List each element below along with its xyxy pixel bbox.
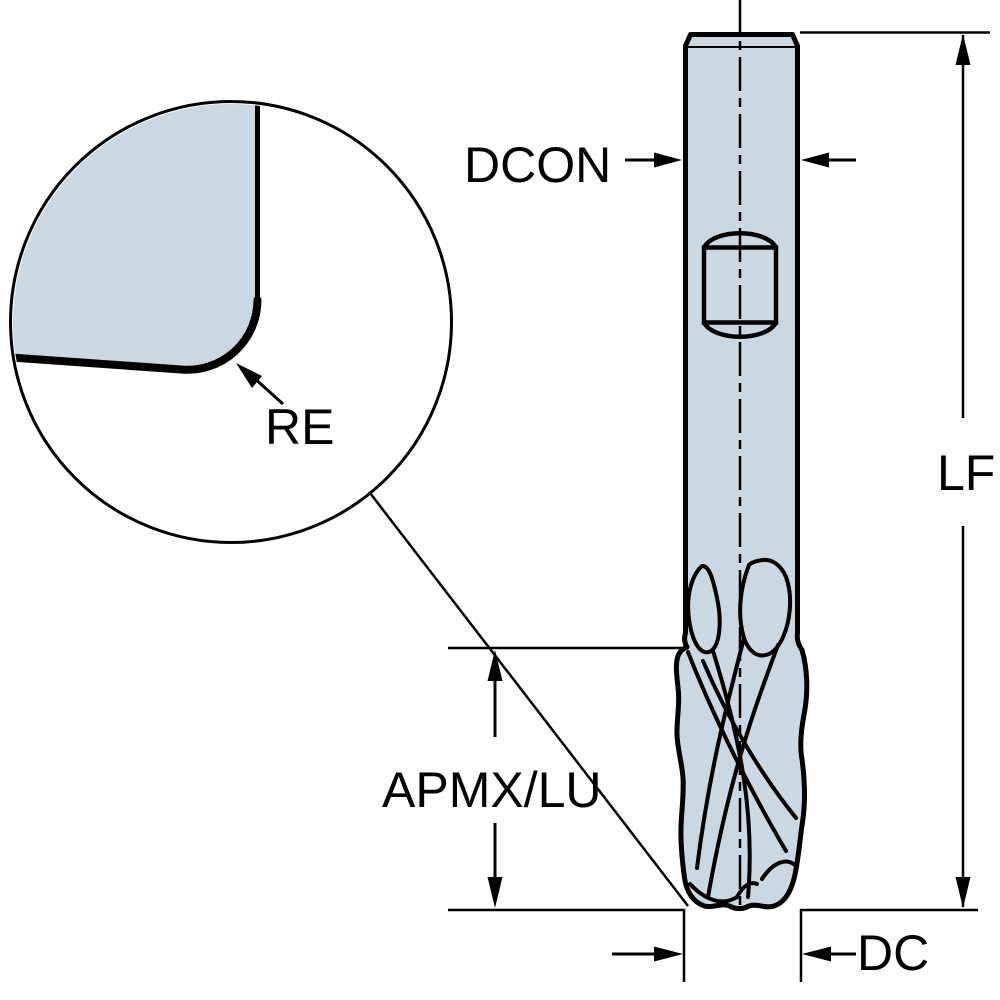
apmx-arrow-up-icon — [487, 650, 503, 681]
flute-helix-4 — [701, 659, 798, 820]
flute-helix-2 — [695, 636, 746, 870]
baseline-left-extension — [448, 908, 686, 982]
lf-dimension: LF — [800, 31, 995, 908]
flute-helix-1 — [706, 643, 780, 899]
flute-tip-edge-1 — [688, 882, 739, 904]
flute-tip-edge-2 — [760, 859, 798, 881]
dc-arrow-right-head-icon — [802, 946, 831, 962]
endmill-tool — [673, 0, 810, 912]
dc-label: DC — [857, 925, 929, 981]
dcon-arrow-right — [801, 152, 856, 168]
dcon-arrow-left-head-icon — [654, 152, 682, 168]
flute-helix-3 — [686, 650, 788, 853]
lf-arrow-down-icon — [955, 877, 971, 908]
re-arrowhead-icon — [236, 363, 262, 388]
tool-silhouette — [673, 32, 810, 912]
flute-tip-edge-3 — [735, 881, 759, 899]
apmx-arrow-down-icon — [487, 877, 503, 908]
dcon-label: DCON — [464, 137, 611, 193]
lf-arrow-up-icon — [955, 34, 971, 65]
apmx-label: APMX/LU — [382, 762, 602, 818]
dc-dimension: DC — [448, 908, 978, 982]
re-label: RE — [265, 399, 334, 455]
flute-helix-5 — [711, 649, 752, 899]
dc-arrow-right — [802, 946, 856, 962]
dcon-arrow-left — [625, 152, 682, 168]
dcon-dimension: DCON — [464, 137, 856, 193]
corner-bottom-edge — [13, 296, 262, 374]
flutes — [686, 557, 798, 904]
apmx-dimension: APMX/LU — [382, 646, 684, 908]
baseline-right-extension — [799, 908, 978, 982]
dc-arrow-left — [612, 946, 683, 962]
detail-leader-line — [369, 492, 689, 907]
dc-arrow-left-head-icon — [654, 946, 683, 962]
weldon-flat-bottom-arc — [702, 321, 778, 339]
re-leader-arrow — [236, 363, 285, 406]
lf-label: LF — [937, 445, 995, 501]
flute-runout-right-loop — [738, 557, 792, 658]
dcon-arrow-right-head-icon — [801, 152, 829, 168]
